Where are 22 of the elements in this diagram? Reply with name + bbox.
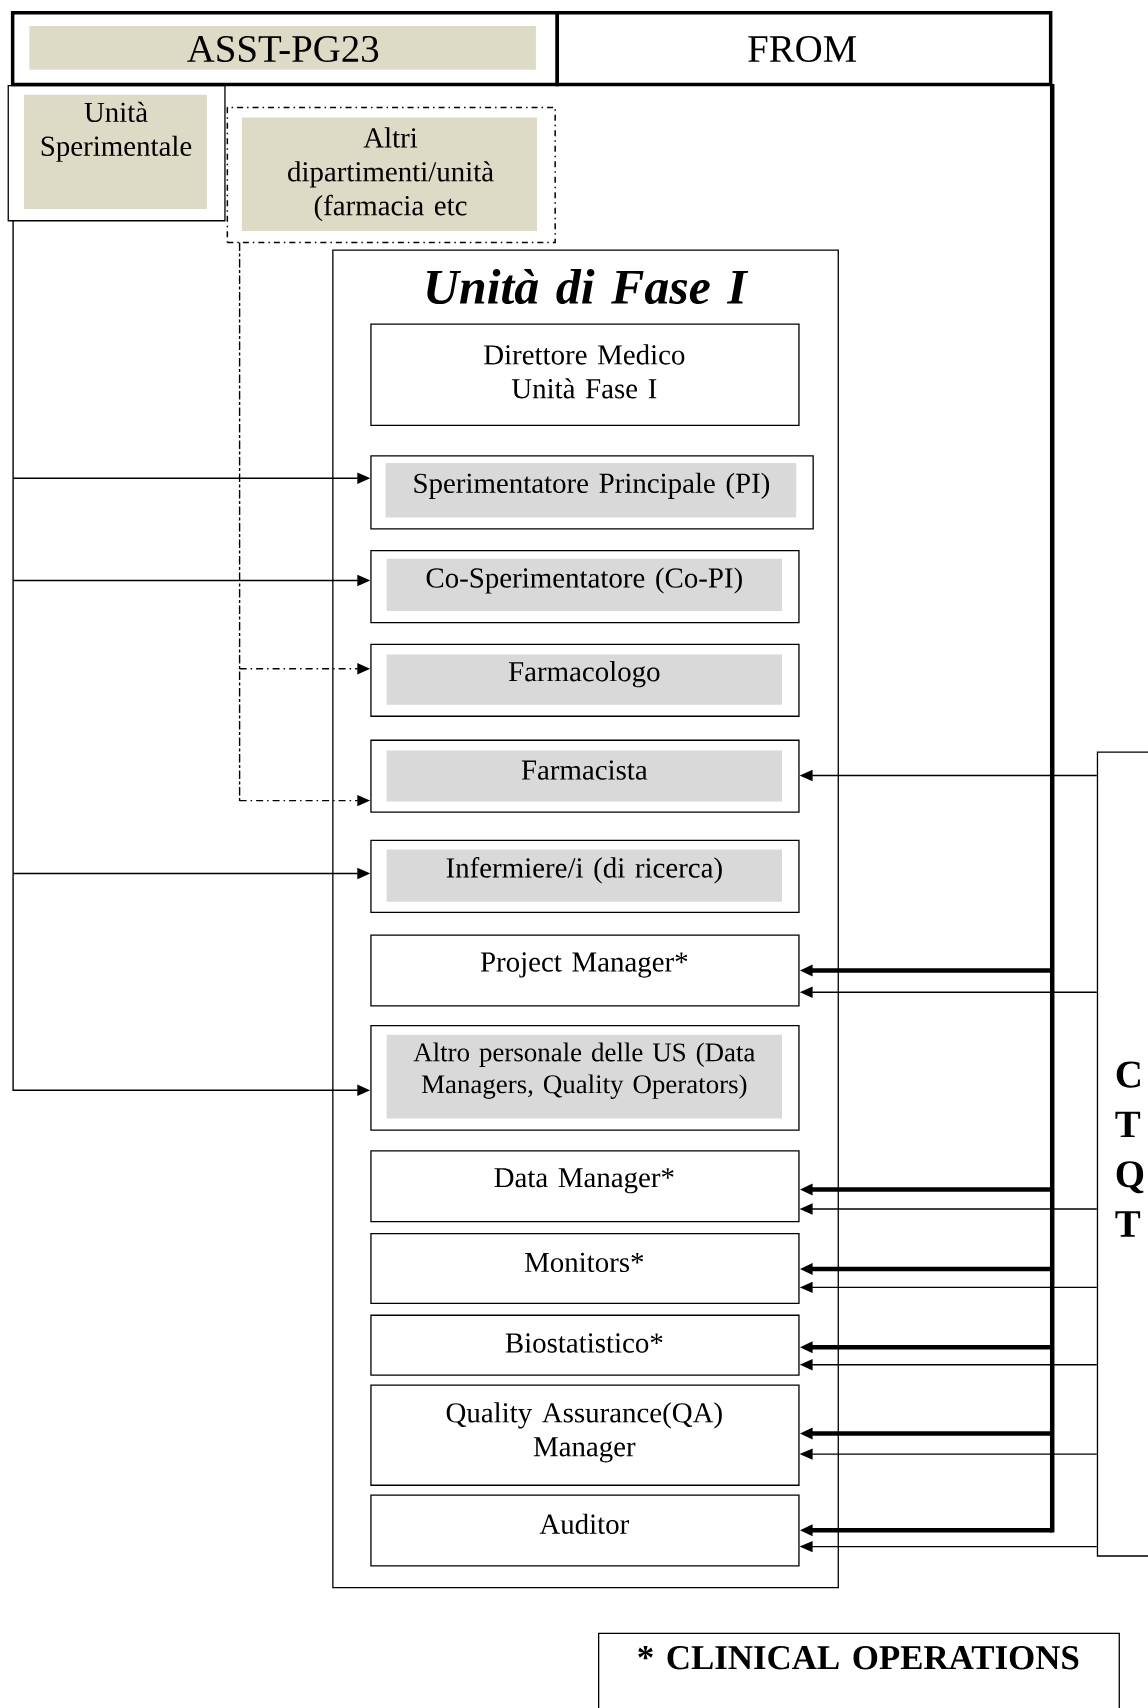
role-box: Sperimentatore Principale (PI) xyxy=(370,455,814,530)
role-box: Biostatistico* xyxy=(370,1314,800,1376)
header-box: ASST-PG23 xyxy=(10,10,559,87)
connector-line xyxy=(1049,84,1055,1533)
role-box: Co-Sperimentatore (Co-PI) xyxy=(370,550,800,624)
note-box: * CLINICAL OPERATIONS xyxy=(598,1632,1120,1708)
connector-line xyxy=(238,242,241,802)
role-box: Farmacologo xyxy=(370,643,800,717)
header-box: FROM xyxy=(555,10,1053,87)
unit-box: Unità Sperimentale xyxy=(7,85,226,222)
role-box: Auditor xyxy=(370,1494,800,1567)
role-box: Altro personale delle US (Data Managers, Quality Operators) xyxy=(370,1024,800,1131)
role-box: Data Manager* xyxy=(370,1150,800,1223)
role-box: Direttore Medico Unità Fase I xyxy=(370,323,800,427)
connector-line xyxy=(12,220,14,1091)
role-box: Monitors* xyxy=(370,1233,800,1304)
side-bar-box: C T Q T xyxy=(1096,751,1148,1557)
role-box: Quality Assurance(QA) Manager xyxy=(370,1384,800,1486)
role-box: Project Manager* xyxy=(370,934,800,1007)
role-box: Farmacista xyxy=(370,739,800,813)
department-box: Altri dipartimenti/unità (farmacia etc xyxy=(226,106,556,244)
role-box: Infermiere/i (di ricerca) xyxy=(370,839,800,913)
